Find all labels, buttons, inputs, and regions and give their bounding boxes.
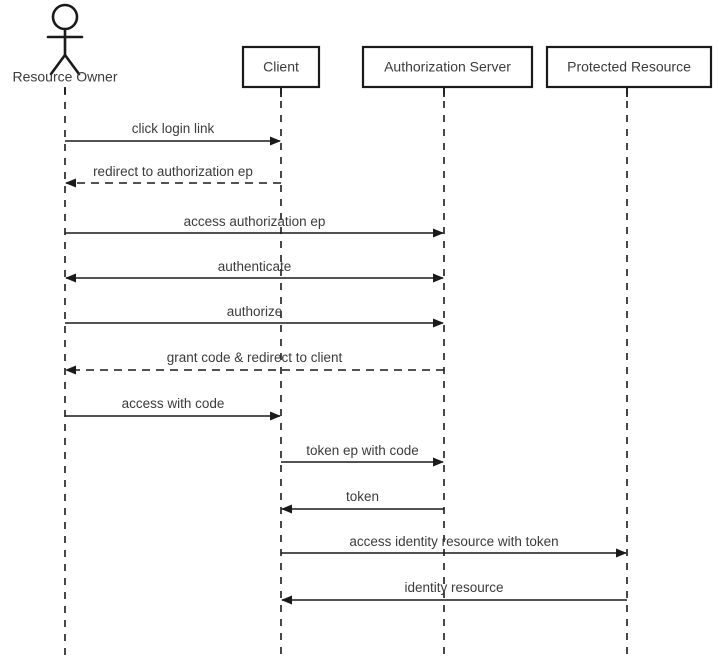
msg-access-identity-resource-with-token-arrowhead-end: [616, 548, 627, 558]
msg-access-authorization-ep-label: access authorization ep: [184, 214, 326, 229]
msg-redirect-to-authorization-ep-label: redirect to authorization ep: [93, 164, 253, 179]
msg-grant-code-redirect-to-client-arrowhead-end: [65, 365, 76, 375]
msg-access-authorization-ep-arrowhead-end: [433, 228, 444, 238]
messages-layer: click login link redirect to authorizatio…: [65, 121, 627, 605]
participant-box-protected-resource: [545, 45, 713, 89]
msg-authenticate-arrowhead-start: [65, 273, 76, 283]
participant-resource-owner[interactable]: Resource Owner: [12, 3, 118, 85]
msg-token-ep-with-code-label: token ep with code: [306, 443, 419, 458]
actor-leg-left-icon: [49, 53, 67, 76]
msg-access-with-code-label: access with code: [122, 396, 225, 411]
msg-access-with-code-arrowhead-end: [270, 411, 281, 421]
msg-authenticate-arrowhead-end: [433, 273, 444, 283]
lifelines-layer: [64, 87, 628, 656]
msg-grant-code-redirect-to-client-label: grant code & redirect to client: [167, 350, 343, 365]
msg-token-arrowhead-end: [281, 504, 292, 514]
msg-token[interactable]: token: [281, 489, 444, 514]
actor-leg-right-icon: [63, 53, 81, 76]
participant-box-client: [241, 45, 321, 89]
msg-redirect-to-authorization-ep[interactable]: redirect to authorization ep: [65, 164, 281, 188]
participant-client[interactable]: Client: [241, 45, 321, 89]
msg-access-identity-resource-with-token-label: access identity resource with token: [349, 534, 558, 549]
actor-head-icon: [51, 3, 79, 31]
msg-identity-resource-label: identity resource: [404, 580, 503, 595]
msg-authenticate-label: authenticate: [218, 259, 292, 274]
msg-access-authorization-ep[interactable]: access authorization ep: [65, 214, 444, 238]
participants-layer: Resource Owner Client Authorization Server…: [12, 3, 713, 89]
participant-label-client: Client: [263, 59, 299, 75]
msg-token-label: token: [346, 489, 379, 504]
msg-redirect-to-authorization-ep-arrowhead-end: [65, 178, 76, 188]
msg-token-ep-with-code-arrowhead-end: [433, 457, 444, 467]
msg-identity-resource[interactable]: identity resource: [281, 580, 627, 605]
msg-access-identity-resource-with-token[interactable]: access identity resource with token: [281, 534, 627, 558]
participant-label-authorization-server: Authorization Server: [384, 59, 511, 75]
msg-identity-resource-arrowhead-end: [281, 595, 292, 605]
msg-click-login-link-label: click login link: [132, 121, 215, 136]
msg-authorize[interactable]: authorize: [65, 304, 444, 328]
msg-access-with-code[interactable]: access with code: [65, 396, 281, 421]
participant-label-protected-resource: Protected Resource: [567, 59, 691, 75]
msg-click-login-link-arrowhead-end: [270, 136, 281, 146]
msg-token-ep-with-code[interactable]: token ep with code: [281, 443, 444, 467]
msg-click-login-link[interactable]: click login link: [65, 121, 281, 146]
participant-label-resource-owner: Resource Owner: [12, 69, 117, 85]
msg-authorize-label: authorize: [227, 304, 283, 319]
msg-authenticate[interactable]: authenticate: [65, 259, 444, 283]
msg-grant-code-redirect-to-client[interactable]: grant code & redirect to client: [65, 350, 444, 375]
participant-protected-resource[interactable]: Protected Resource: [545, 45, 713, 89]
participant-box-authorization-server: [361, 45, 534, 89]
participant-authorization-server[interactable]: Authorization Server: [361, 45, 534, 89]
msg-authorize-arrowhead-end: [433, 318, 444, 328]
